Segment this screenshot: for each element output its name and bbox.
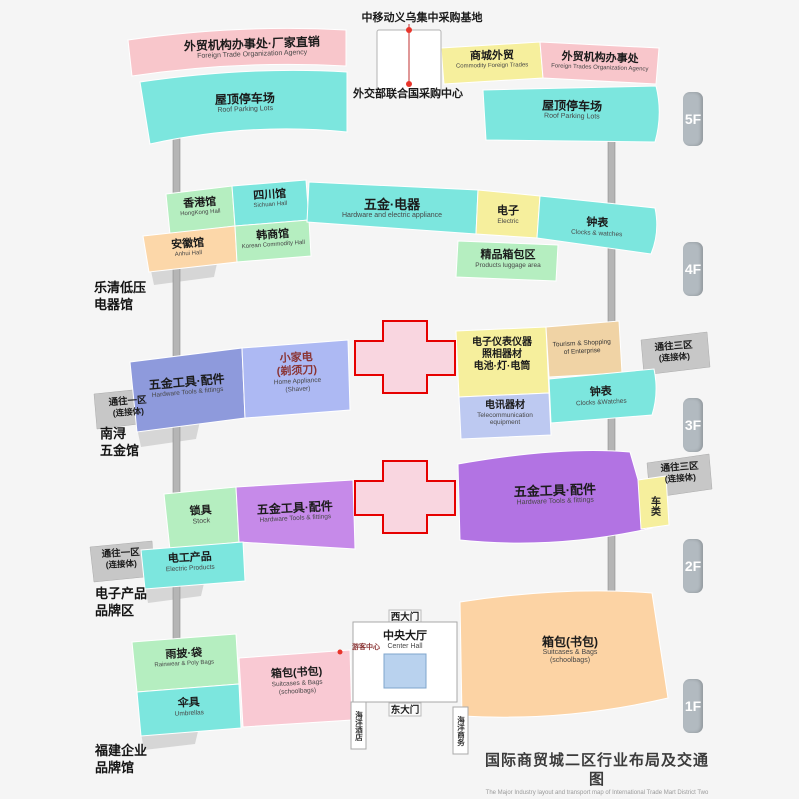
f1-visitor-center-dot: [337, 649, 343, 655]
f5-office-right-area: [539, 41, 660, 85]
side-note-nanxun: 南浔 五金馆: [100, 426, 139, 460]
f4-luggage-area: [455, 240, 559, 282]
side-note-yueqing: 乐清低压 电器馆: [94, 280, 146, 314]
f4-hardware-electric-area: [306, 181, 479, 235]
f3-tourism-area: [545, 320, 623, 378]
f5-office-left-area: [127, 27, 347, 77]
side-note-electronics: 电子产品 品牌区: [95, 586, 147, 620]
f1-rainwear-area: [131, 633, 240, 693]
floor-tag-1f: 1F: [683, 679, 703, 733]
f3-cross-connector: [354, 320, 456, 394]
f5-commodity-area: [440, 41, 544, 85]
f5-marker-dot-bottom: [406, 81, 412, 87]
f3-hardware-tools-area: [129, 347, 246, 433]
map-title-cn: 国际商贸城二区行业布局及交通图: [484, 752, 709, 788]
f1-ocean-business-structure: [452, 706, 469, 755]
f2-cross-connector: [354, 460, 456, 534]
f2-electric-products-area: [140, 541, 246, 590]
floor-tag-3f: 3F: [683, 398, 703, 452]
f3-instruments-area: [455, 326, 550, 398]
f2-vehicles-area: [637, 475, 670, 530]
f3-home-appliance-area: [241, 339, 351, 419]
f1-east-gate-structure: [388, 702, 422, 717]
f1-bags-left-area: [238, 649, 353, 728]
f2-hardware-right-area: [457, 450, 653, 544]
f4-anhui-area: [142, 225, 238, 273]
f2-hardware-left-area: [235, 479, 356, 550]
label-vehicles: 车类: [648, 496, 660, 516]
note-line: 电子产品: [95, 586, 148, 601]
f1-umbrellas-area: [136, 683, 242, 737]
map-title: 国际商贸城二区行业布局及交通图 The Major Industry layou…: [478, 752, 716, 797]
note-line: 南浔: [100, 426, 127, 441]
f1-center-hall-court: [383, 653, 427, 689]
note-line: 品牌区: [95, 602, 135, 618]
f4-clocks-area: [536, 195, 658, 255]
note-line: 品牌馆: [95, 759, 135, 775]
f4-sichuan-area: [231, 179, 310, 227]
f4-electric-area: [475, 189, 541, 239]
f1-bags-right-area: [459, 590, 669, 718]
f3-telecom-area: [458, 392, 552, 440]
floor-tag-5f: 5F: [683, 92, 703, 146]
label-ocean-hotel: 海洋酒店: [354, 711, 364, 741]
f5-marker-dot-top: [406, 27, 412, 33]
f1-west-gate-structure: [388, 609, 422, 624]
label-ocean-business: 海洋商务: [456, 716, 466, 746]
floor-tag-4f: 4F: [683, 242, 703, 296]
note-line: 电器馆: [94, 296, 134, 312]
note-line: 福建企业: [95, 743, 148, 758]
note-line: 乐清低压: [94, 280, 147, 295]
map-title-en: The Major Industry layout and transport …: [485, 789, 709, 796]
f2-locks-area: [163, 486, 240, 551]
f5-parking-right-area: [482, 85, 660, 143]
side-note-fujian: 福建企业 品牌馆: [95, 743, 147, 777]
note-line: 五金馆: [100, 442, 140, 458]
f3-clocks-area: [548, 368, 657, 424]
floor-tag-2f: 2F: [683, 539, 703, 593]
f1-ocean-hotel-structure: [350, 701, 367, 750]
f5-parking-left-area: [139, 69, 348, 145]
f4-korean-area: [234, 219, 312, 263]
f3-to-district3-tab-shape: [640, 331, 711, 376]
